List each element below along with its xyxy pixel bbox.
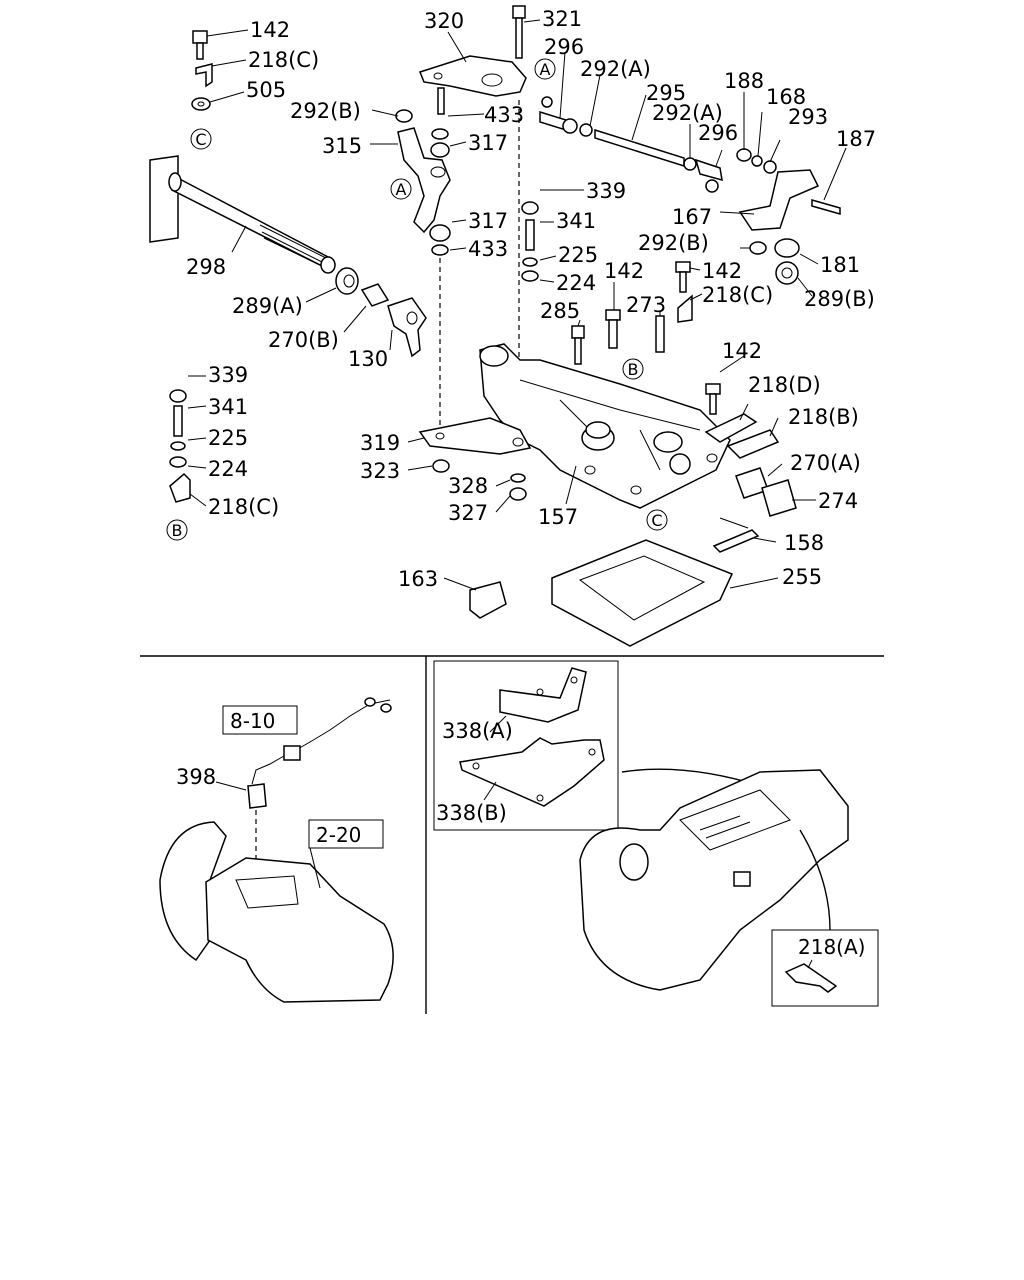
switch-detail-view: 8-10 2-20 398 [159,697,394,1003]
callout-225: 225 [558,243,598,267]
callout-292b: 292(B) [290,99,361,123]
callout-157: 157 [538,505,578,529]
callout-339: 339 [586,179,626,203]
callout-327: 327 [448,501,488,525]
callout-296: 296 [544,35,584,59]
exploded-view-parts [149,5,841,647]
ref-circle-a: A [396,180,407,199]
callout-270b: 270(B) [268,328,339,352]
callout-505: 505 [246,78,286,102]
callout-292a: 292(A) [580,57,651,81]
callout-328: 328 [448,474,488,498]
callout-433: 433 [468,237,508,261]
callout-224: 224 [208,457,248,481]
callout-289b: 289(B) [804,287,875,311]
callout-321: 321 [542,7,582,31]
callout-218d: 218(D) [748,373,821,397]
callout-158: 158 [784,531,824,555]
callout-274: 274 [818,489,858,513]
section-dividers [140,655,884,1014]
callout-433: 433 [484,103,524,127]
callout-270a: 270(A) [790,451,861,475]
callout-142: 142 [604,259,644,283]
ref-circle-b: B [628,360,639,379]
callout-225: 225 [208,426,248,450]
callout-218c: 218(C) [702,283,773,307]
callout-292a: 292(A) [652,101,723,125]
ref-circle-c: C [651,511,662,530]
callout-317: 317 [468,209,508,233]
callout-142: 142 [702,259,742,283]
callout-315: 315 [322,134,362,158]
callout-168: 168 [766,85,806,109]
callout-142: 142 [722,339,762,363]
callout-218b: 218(B) [788,405,859,429]
ref-box-2-20: 2-20 [316,823,361,847]
callout-341: 341 [208,395,248,419]
callout-398: 398 [176,765,216,789]
callout-320: 320 [424,9,464,33]
callout-319: 319 [360,431,400,455]
callout-273: 273 [626,293,666,317]
callout-218c: 218(C) [208,495,279,519]
callout-167: 167 [672,205,712,229]
circled-references: C A A B B C [166,58,668,541]
leader-lines [187,19,847,591]
callout-285: 285 [540,299,580,323]
ref-box-218a: 218(A) [798,935,865,959]
callout-255: 255 [782,565,822,589]
callout-317: 317 [468,131,508,155]
callout-218c: 218(C) [248,48,319,72]
callout-289a: 289(A) [232,294,303,318]
ref-box-8-10: 8-10 [230,709,275,733]
ref-circle-c: C [195,130,206,149]
callout-181: 181 [820,253,860,277]
callout-323: 323 [360,459,400,483]
callout-224: 224 [556,271,596,295]
callout-295: 295 [646,81,686,105]
ref-circle-b: B [172,521,183,540]
callout-130: 130 [348,347,388,371]
callout-187: 187 [836,127,876,151]
callout-293: 293 [788,105,828,129]
callout-163: 163 [398,567,438,591]
callout-338a: 338(A) [442,719,513,743]
callout-298: 298 [186,255,226,279]
ref-circle-a: A [540,60,551,79]
callout-188: 188 [724,69,764,93]
callout-339: 339 [208,363,248,387]
callout-338b: 338(B) [436,801,507,825]
callout-296: 296 [698,121,738,145]
bracket-detail-view: 338(A) 338(B) 218(A) [433,660,879,1007]
callout-142: 142 [250,18,290,42]
callout-labels: 142 218(C) 505 292(B) 315 320 321 296 29… [186,7,876,591]
callout-292b: 292(B) [638,231,709,255]
callout-341: 341 [556,209,596,233]
